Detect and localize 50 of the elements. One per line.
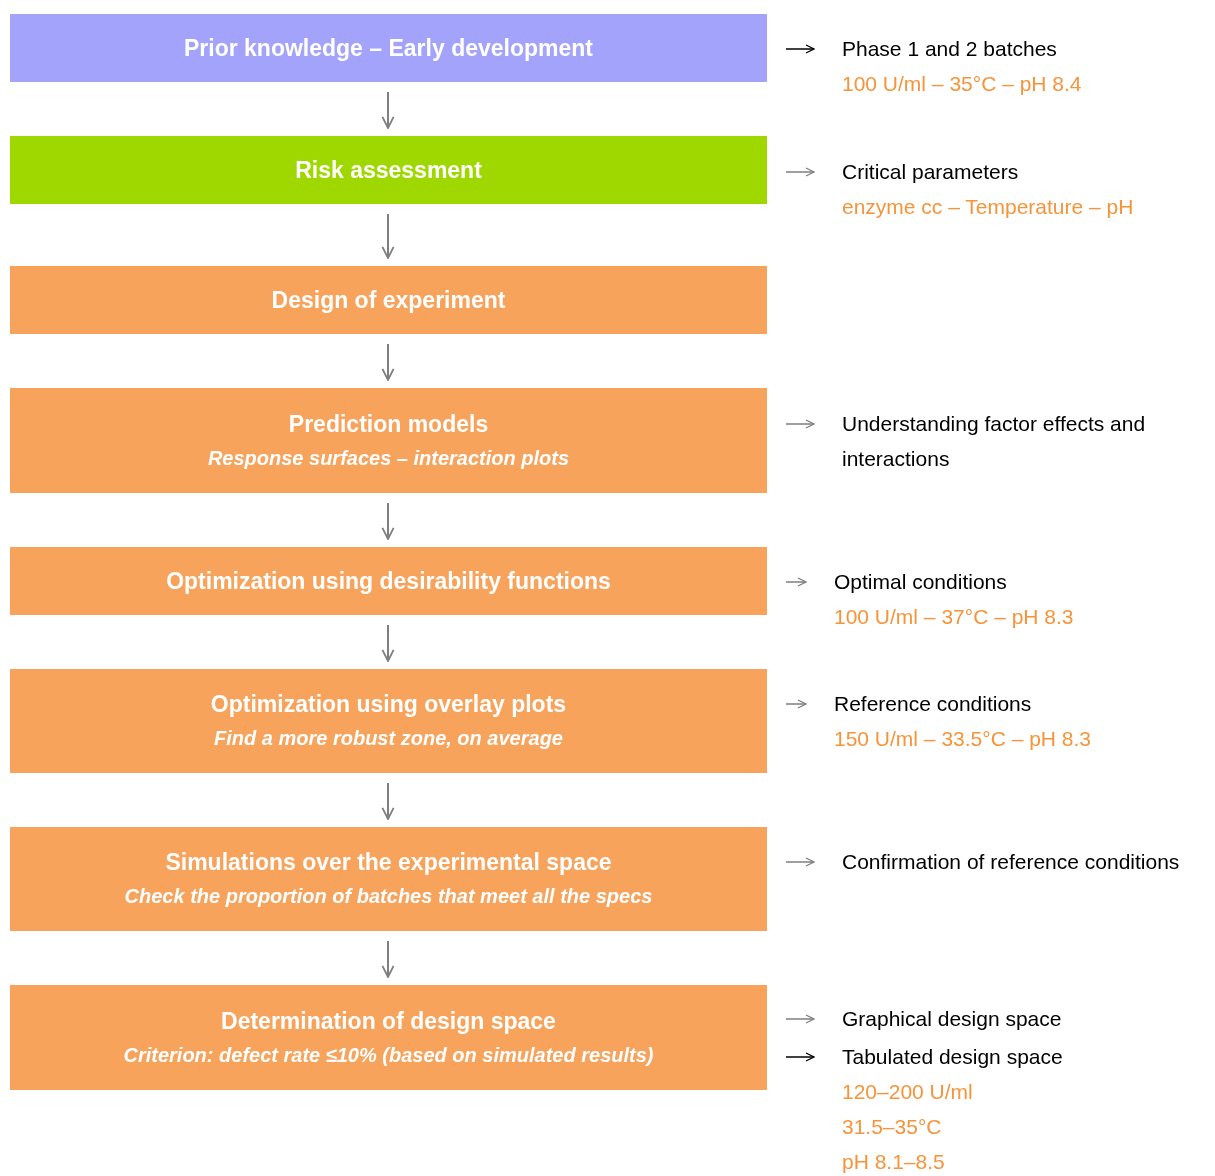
result-text: Understanding factor effects and interactions — [842, 411, 1147, 472]
result-text: Reference conditions — [834, 691, 1032, 717]
arrow — [381, 624, 395, 662]
arrow — [785, 419, 815, 429]
parameter-values: 100 U/ml – 37°C – pH 8.3 — [834, 604, 1074, 630]
box-subtitle: Response surfaces – interaction plots — [207, 445, 570, 471]
process-box — [10, 669, 767, 773]
arrow — [381, 91, 395, 129]
parameter-values: 150 U/ml – 33.5°C – pH 8.3 — [834, 726, 1092, 752]
arrow — [785, 1014, 815, 1024]
parameter-values: enzyme cc – Temperature – pH — [842, 194, 1134, 220]
box-title: Optimization using desirability functions — [166, 567, 611, 596]
process-box — [10, 388, 767, 493]
parameter-values: 120–200 U/ml — [842, 1079, 973, 1105]
box-title: Optimization using overlay plots — [210, 690, 567, 719]
box-title: Risk assessment — [295, 156, 482, 185]
result-text: Critical parameters — [842, 159, 1019, 185]
process-box — [10, 136, 767, 204]
arrow — [381, 502, 395, 540]
result-text: Graphical design space — [842, 1006, 1062, 1032]
result-text: Tabulated design space — [842, 1044, 1063, 1070]
arrow — [785, 577, 807, 587]
parameter-values: 100 U/ml – 35°C – pH 8.4 — [842, 71, 1082, 97]
arrow — [785, 44, 815, 54]
process-box — [10, 985, 767, 1090]
box-subtitle: Check the proportion of batches that meet all the specs — [124, 884, 653, 909]
process-box — [10, 266, 767, 334]
box-title: Design of experiment — [271, 286, 506, 315]
process-box — [10, 827, 767, 931]
parameter-values: pH 8.1–8.5 — [842, 1149, 945, 1175]
arrow — [785, 1052, 815, 1062]
box-subtitle: Criterion: defect rate ≤10% (based on simulated results) — [123, 1042, 654, 1068]
process-box — [10, 547, 767, 615]
arrow — [381, 343, 395, 381]
box-title: Prediction models — [288, 409, 489, 439]
process-box — [10, 14, 767, 82]
arrow — [381, 782, 395, 820]
result-text: Optimal conditions — [834, 569, 1007, 595]
box-title: Prior knowledge – Early development — [184, 34, 593, 63]
box-subtitle: Find a more robust zone, on average — [214, 726, 563, 751]
parameter-values: 31.5–35°C — [842, 1114, 942, 1140]
result-text: Phase 1 and 2 batches — [842, 36, 1057, 62]
arrow — [785, 857, 815, 867]
arrow — [785, 699, 807, 709]
box-title: Determination of design space — [221, 1006, 556, 1036]
box-title: Simulations over the experimental space — [165, 848, 612, 877]
arrow — [381, 940, 395, 978]
result-text: Confirmation of reference conditions — [842, 849, 1180, 875]
arrow — [785, 167, 815, 177]
arrow — [381, 213, 395, 259]
